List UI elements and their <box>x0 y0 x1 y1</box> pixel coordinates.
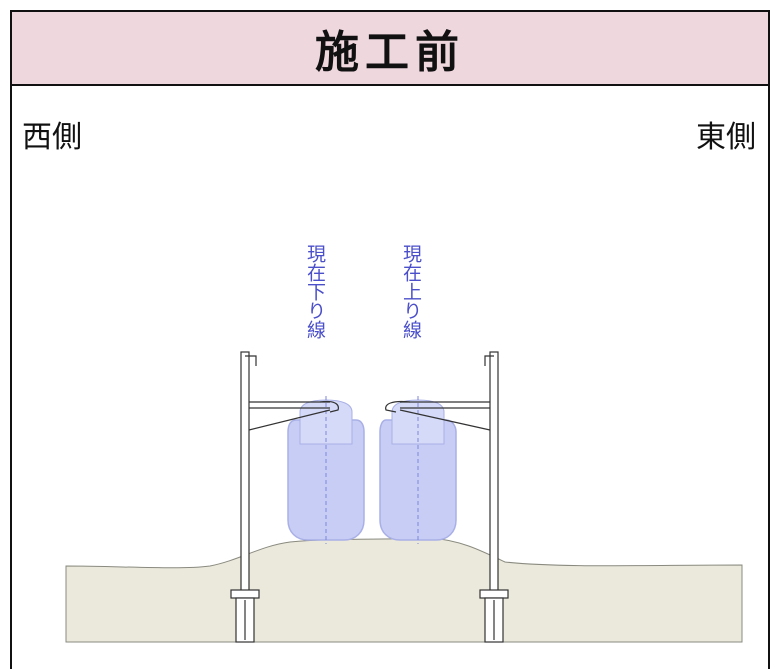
west-side-label: 西側 <box>22 120 82 155</box>
ground-embankment <box>65 537 743 643</box>
catenary-pole-east <box>385 351 509 643</box>
header-bar: 施工前 <box>12 12 768 86</box>
current-up-line-label: 現在上り線 <box>400 244 422 339</box>
page-title: 施工前 <box>315 27 465 78</box>
train-car-up-line <box>379 396 457 544</box>
train-car-down-line <box>287 396 365 544</box>
catenary-pole-west <box>230 351 339 643</box>
east-side-label: 東側 <box>696 120 756 155</box>
current-down-line-label: 現在下り線 <box>304 244 326 339</box>
